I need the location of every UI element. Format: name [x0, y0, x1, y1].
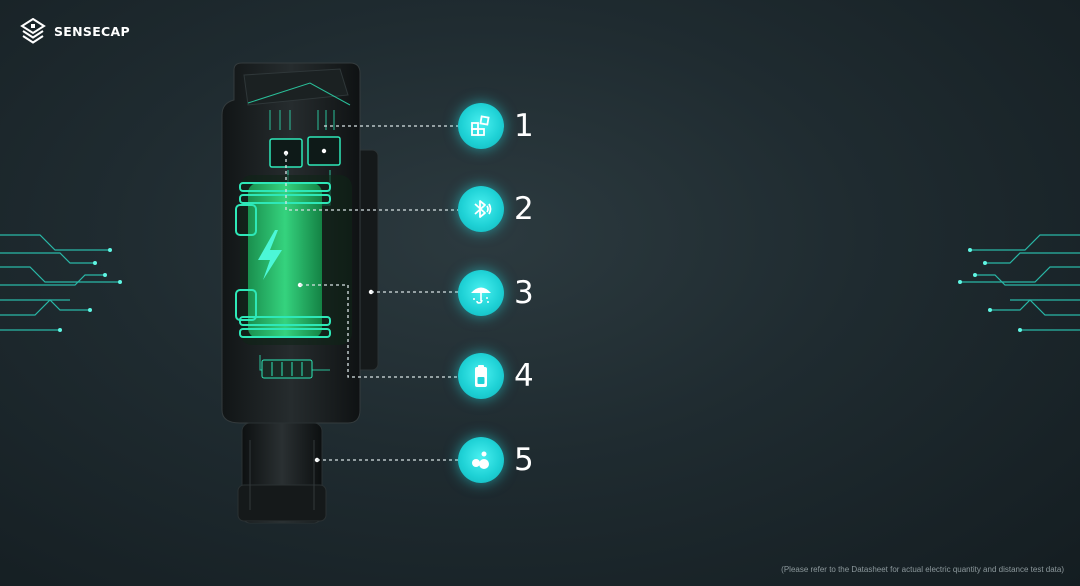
feature-2-number: 2 [514, 190, 534, 227]
sensecap-diamond-logo-icon [20, 18, 46, 44]
feature-2: 2 [458, 186, 534, 232]
feature-3: 3 [458, 270, 534, 316]
lightning-bolt-icon [258, 230, 282, 280]
bluetooth-icon [458, 186, 504, 232]
battery-icon [458, 353, 504, 399]
datasheet-footnote: (Please refer to the Datasheet for actua… [781, 565, 1064, 574]
left-circuit-glow [0, 234, 122, 332]
bubbles-icon [458, 437, 504, 483]
feature-5: 5 [458, 437, 534, 483]
right-circuit-glow [958, 234, 1080, 332]
feature-1: 1 [458, 103, 534, 149]
feature-1-number: 1 [514, 107, 534, 144]
feature-4: 4 [458, 353, 534, 399]
device-illustration [221, 62, 379, 524]
umbrella-icon [458, 270, 504, 316]
feature-4-number: 4 [514, 357, 534, 394]
brand-logo: SENSECAP [20, 18, 130, 44]
feature-3-number: 3 [514, 274, 534, 311]
modules-icon [458, 103, 504, 149]
brand-name: SENSECAP [54, 23, 130, 39]
feature-5-number: 5 [514, 441, 534, 478]
